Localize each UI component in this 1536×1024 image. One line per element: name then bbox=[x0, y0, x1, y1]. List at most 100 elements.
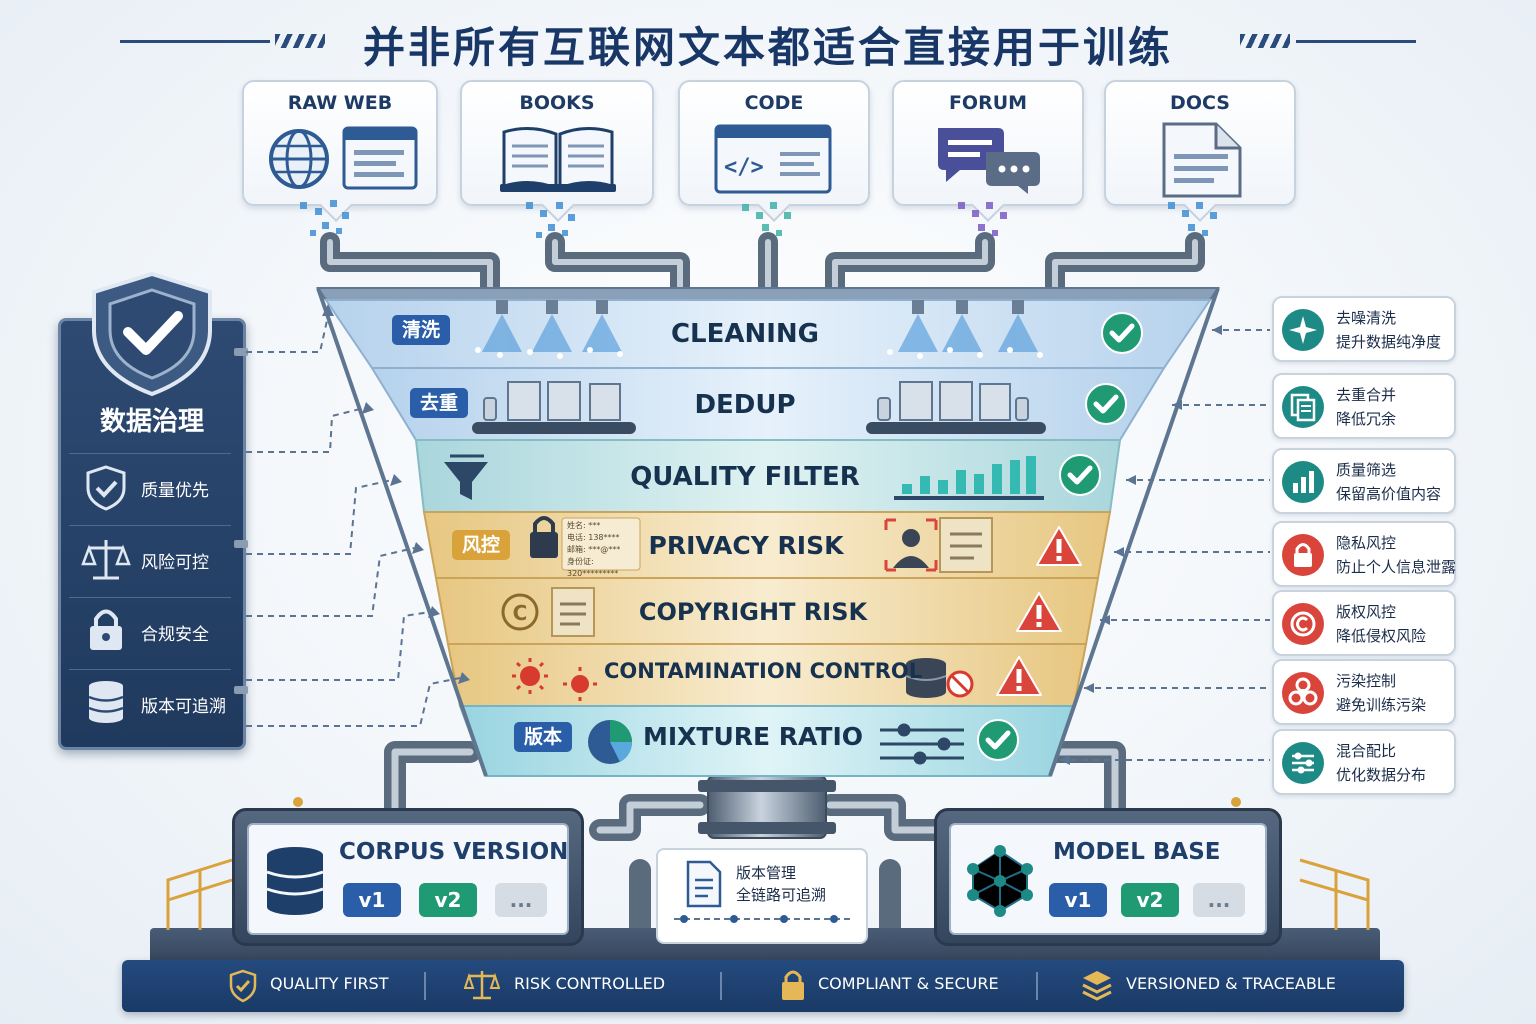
corpus-version-more[interactable]: ... bbox=[495, 883, 547, 917]
governance-item-quality: 质量优先 bbox=[69, 453, 231, 519]
governance-item-risk: 风险可控 bbox=[69, 525, 231, 591]
scales-icon bbox=[464, 971, 500, 1000]
layer-title-mixture-ratio: MIXTURE RATIO bbox=[642, 722, 864, 751]
document-icon bbox=[1162, 122, 1242, 198]
copyright-icon bbox=[1282, 603, 1324, 645]
right-card-subtitle: 降低侵权风险 bbox=[1336, 627, 1427, 645]
right-card-title: 污染控制 bbox=[1336, 672, 1397, 690]
copyright-doc-icon bbox=[551, 587, 595, 637]
dedup-conveyor-right bbox=[866, 381, 1046, 434]
lock-icon bbox=[1282, 534, 1324, 576]
governance-item-label: 质量优先 bbox=[141, 481, 209, 501]
check-icon bbox=[1085, 383, 1127, 425]
source-label: CODE bbox=[744, 92, 804, 114]
governance-item-label: 合规安全 bbox=[141, 625, 209, 645]
governance-item-label: 版本可追溯 bbox=[141, 697, 226, 717]
title-deco-right bbox=[1296, 40, 1416, 43]
model-version-v2[interactable]: v2 bbox=[1121, 883, 1179, 917]
right-card-quality: 质量筛选 保留高价值内容 bbox=[1272, 448, 1456, 514]
layer-title-quality-filter: QUALITY FILTER bbox=[630, 462, 860, 492]
privacy-sample-lines: 姓名: *** 电话: 138**** 邮箱: ***@*** 身份证: 320… bbox=[567, 521, 621, 578]
governance-item-compliance: 合规安全 bbox=[69, 597, 231, 663]
blocked-database-icon bbox=[905, 658, 974, 698]
right-card-title: 版权风控 bbox=[1336, 603, 1397, 621]
source-label: RAW WEB bbox=[287, 92, 393, 114]
warning-icon bbox=[1016, 592, 1062, 632]
right-card-subtitle: 优化数据分布 bbox=[1336, 766, 1427, 784]
right-card-subtitle: 降低冗余 bbox=[1336, 410, 1397, 428]
right-card-title: 混合配比 bbox=[1336, 742, 1397, 760]
neural-network-icon bbox=[967, 845, 1033, 917]
right-card-copyright: 版权风控 降低侵权风险 bbox=[1272, 590, 1456, 656]
page-title: 并非所有互联网文本都适合直接用于训练 bbox=[362, 23, 1173, 72]
right-card-dedup: 去重合并 降低冗余 bbox=[1272, 373, 1456, 439]
biohazard-icon bbox=[1282, 672, 1324, 714]
sliders-icon bbox=[1282, 742, 1324, 784]
bottom-divider bbox=[720, 972, 722, 1000]
bar-chart-icon bbox=[1282, 461, 1324, 503]
model-base-title: MODEL BASE bbox=[1053, 839, 1221, 865]
version-management-subtitle: 全链路可追溯 bbox=[736, 886, 827, 904]
panel-bolt bbox=[234, 540, 248, 548]
layer-title-copyright-risk: COPYRIGHT RISK bbox=[638, 598, 868, 626]
virus-icons bbox=[512, 658, 597, 701]
bottom-label-quality: QUALITY FIRST bbox=[270, 974, 389, 993]
right-card-subtitle: 避免训练污染 bbox=[1336, 696, 1427, 714]
bottom-divider bbox=[1036, 972, 1038, 1000]
panel-bolt bbox=[234, 348, 248, 356]
governance-title: 数据治理 bbox=[99, 407, 204, 437]
version-management-box: 版本管理 全链路可追溯 bbox=[656, 848, 868, 944]
face-scan-icon bbox=[884, 518, 938, 572]
layer-title-privacy-risk: PRIVACY RISK bbox=[648, 531, 844, 560]
model-version-more[interactable]: ... bbox=[1193, 883, 1245, 917]
traceability-nodes bbox=[680, 915, 838, 923]
bottom-label-versioned: VERSIONED & TRACEABLE bbox=[1126, 974, 1336, 993]
warning-icon bbox=[996, 656, 1042, 696]
layers-icon bbox=[1082, 971, 1112, 1001]
corpus-version-tank: CORPUS VERSION v1 v2 ... bbox=[232, 808, 584, 946]
quality-bars bbox=[902, 456, 1036, 494]
corpus-version-v2[interactable]: v2 bbox=[419, 883, 477, 917]
source-card-docs: DOCS bbox=[1104, 80, 1296, 222]
model-version-v1[interactable]: v1 bbox=[1049, 883, 1107, 917]
source-card-code: CODE </> bbox=[678, 80, 870, 222]
tag-dedup: 去重 bbox=[410, 388, 469, 418]
chat-bubbles-icon bbox=[938, 128, 1040, 194]
scales-icon bbox=[81, 540, 131, 580]
right-card-cleaning: 去噪清洗 提升数据纯净度 bbox=[1272, 296, 1456, 362]
privacy-sample-card bbox=[561, 517, 641, 571]
right-card-mixture: 混合配比 优化数据分布 bbox=[1272, 729, 1456, 795]
source-label: FORUM bbox=[948, 92, 1028, 114]
right-card-privacy: 隐私风控 防止个人信息泄露 bbox=[1272, 521, 1456, 587]
model-base-panel: MODEL BASE v1 v2 ... bbox=[949, 823, 1267, 935]
document-icon bbox=[686, 860, 722, 908]
source-card-forum: FORUM bbox=[892, 80, 1084, 222]
right-card-subtitle: 保留高价值内容 bbox=[1336, 485, 1442, 503]
tag-privacy: 风控 bbox=[452, 530, 511, 560]
layer-title-dedup: DEDUP bbox=[694, 390, 796, 420]
title-deco-left bbox=[120, 40, 270, 43]
sprinkler-nozzles bbox=[496, 300, 1024, 314]
data-stream-pixels bbox=[300, 200, 1217, 238]
globe-icon bbox=[269, 129, 329, 189]
lock-icon bbox=[90, 609, 122, 650]
lock-icon bbox=[782, 970, 804, 1000]
warning-icon bbox=[1036, 526, 1082, 566]
database-icon bbox=[88, 681, 124, 723]
bottom-divider bbox=[424, 972, 426, 1000]
sparkle-icon bbox=[1282, 309, 1324, 351]
corpus-version-v1[interactable]: v1 bbox=[343, 883, 401, 917]
copyright-icon: C bbox=[501, 593, 539, 631]
right-card-subtitle: 提升数据纯净度 bbox=[1336, 333, 1442, 351]
check-icon bbox=[1059, 454, 1101, 496]
title-deco-left-stripes bbox=[275, 34, 325, 48]
governance-item-label: 风险可控 bbox=[141, 553, 209, 573]
bottom-label-compliant: COMPLIANT & SECURE bbox=[818, 974, 999, 993]
corpus-version-title: CORPUS VERSION bbox=[339, 839, 569, 865]
svg-text:</>: </> bbox=[724, 155, 764, 180]
svg-text:C: C bbox=[513, 601, 528, 625]
check-icon bbox=[977, 719, 1019, 761]
